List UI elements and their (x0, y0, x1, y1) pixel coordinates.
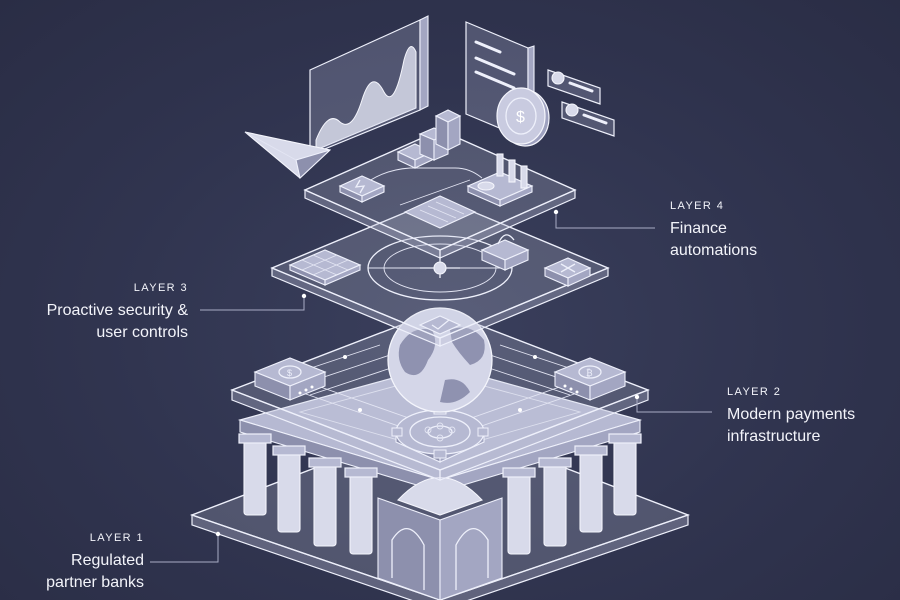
area-chart-icon (309, 15, 429, 156)
keypad-icon (288, 249, 362, 286)
dollar-box-icon: $ (253, 357, 327, 401)
layer-1-label: LAYER 1 Regulated partner banks (46, 532, 144, 594)
layer-2-tag: LAYER 2 (727, 386, 782, 398)
layer-2-line-1: Modern payments (727, 406, 856, 423)
layer-4-plate (303, 129, 577, 259)
layer-3-line-2: user controls (96, 324, 188, 341)
layer-4-label: LAYER 4 Finance automations (670, 200, 757, 262)
layer-1-line-2: partner banks (46, 574, 144, 591)
close-icon (543, 257, 592, 287)
layer-1-line-1: Regulated (71, 552, 144, 569)
document-icon (403, 195, 477, 229)
crypto-box-icon: ₿ (553, 357, 627, 401)
layer-2-label: LAYER 2 Modern payments infrastructure (727, 386, 855, 448)
layer-3-label: LAYER 3 Proactive security & user contro… (47, 282, 188, 344)
svg-text:$: $ (516, 109, 525, 126)
layer-3-tag: LAYER 3 (133, 282, 188, 294)
check-icon (418, 315, 462, 335)
padlock-icon (480, 234, 530, 271)
toggle-switch-icon (547, 69, 601, 105)
bar-chart-icon (396, 109, 462, 169)
lightning-icon (338, 175, 386, 203)
dollar-coin-icon: $ (496, 87, 550, 147)
layer-1-tag: LAYER 1 (89, 532, 144, 544)
layer-4-line-2: automations (670, 242, 758, 259)
columns-left (238, 433, 378, 555)
layer-3-line-1: Proactive security & (46, 302, 188, 319)
layer-2-line-2: infrastructure (727, 428, 821, 445)
layer-4-tag: LAYER 4 (670, 200, 725, 212)
svg-text:₿: ₿ (586, 368, 593, 378)
layer-4-line-1: Finance (670, 220, 727, 237)
leader-lines (150, 209, 712, 563)
bank-arch-entrance (377, 477, 503, 600)
paper-plane-icon (244, 131, 332, 180)
slider-controls-icon (466, 153, 534, 207)
layer-3-plate (270, 197, 610, 347)
svg-text:$: $ (287, 368, 292, 378)
toggle-switch-icon (561, 101, 615, 137)
columns-right (502, 433, 642, 555)
